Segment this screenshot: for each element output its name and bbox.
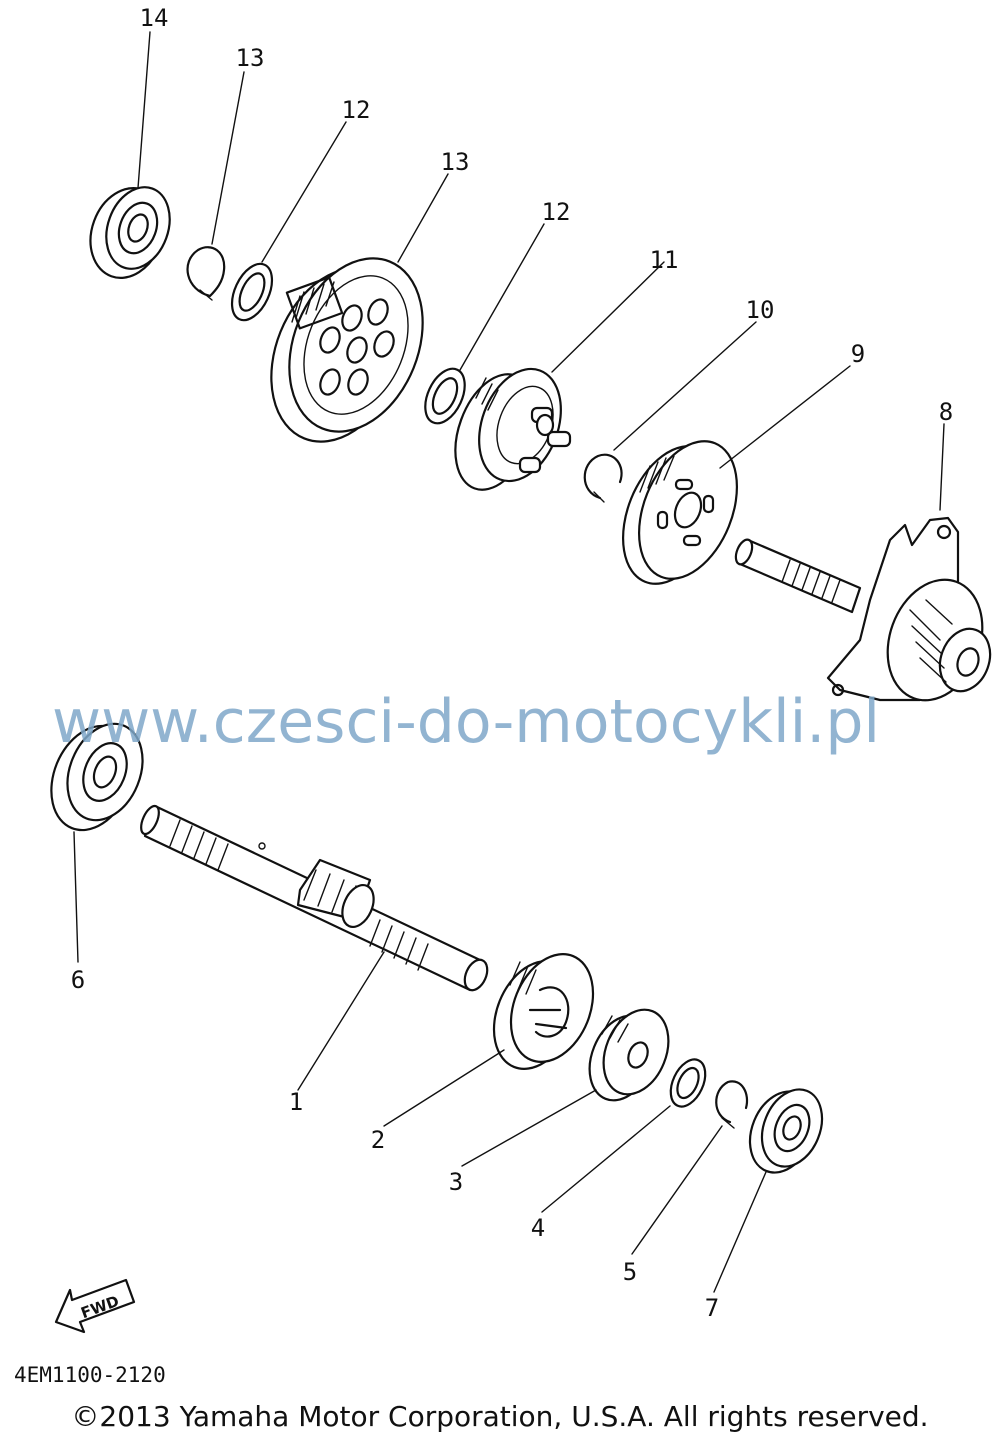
part-label-6: 6	[71, 966, 85, 994]
part-label-2: 2	[371, 1126, 385, 1154]
fwd-arrow-icon: FWD	[54, 1278, 136, 1334]
part-label-11: 11	[650, 246, 679, 274]
part-label-15: 14	[140, 4, 169, 32]
part-label-8: 8	[939, 398, 953, 426]
part-12-washer-upper	[230, 262, 274, 322]
copyright-notice: ©2013 Yamaha Motor Corporation, U.S.A. A…	[71, 1400, 928, 1433]
part-3-gear	[588, 1008, 670, 1102]
part-label-5: 5	[623, 1258, 637, 1286]
leader-lines	[73, 31, 945, 1293]
part-14-circlip	[186, 246, 226, 301]
part-label-7: 7	[705, 1294, 719, 1322]
part-12-washer-middle	[424, 367, 466, 425]
part-2-gear	[492, 953, 595, 1070]
watermark-url: www.czesci-do-motocykli.pl	[52, 687, 880, 757]
part-label-10: 10	[746, 296, 775, 324]
drawing-code: 4EM1100-2120	[14, 1363, 166, 1387]
part-label-12-upper: 12	[342, 96, 371, 124]
part-15-bearing	[89, 186, 171, 279]
part-label-1: 1	[289, 1088, 303, 1116]
part-label-4: 4	[531, 1214, 545, 1242]
part-10-circlip	[583, 453, 623, 503]
part-5-circlip	[715, 1080, 749, 1129]
part-label-12-middle: 12	[542, 198, 571, 226]
part-4-washer	[669, 1058, 707, 1108]
part-label-3: 3	[449, 1168, 463, 1196]
part-6-bearing	[50, 722, 144, 832]
part-1-main-shaft	[140, 804, 489, 992]
part-7-bearing	[748, 1088, 824, 1174]
part-11-hub	[454, 367, 572, 491]
part-label-9: 9	[851, 340, 865, 368]
part-label-13: 13	[441, 148, 470, 176]
part-9-gear-plate	[621, 440, 739, 585]
part-labels: 14 13 12 13 12 11 10 9 8 6 1 2 3 4 5 7	[71, 4, 953, 1322]
part-8-shaft-assembly	[734, 516, 992, 702]
part-label-14: 13	[236, 44, 265, 72]
part-13-gear	[270, 257, 424, 443]
